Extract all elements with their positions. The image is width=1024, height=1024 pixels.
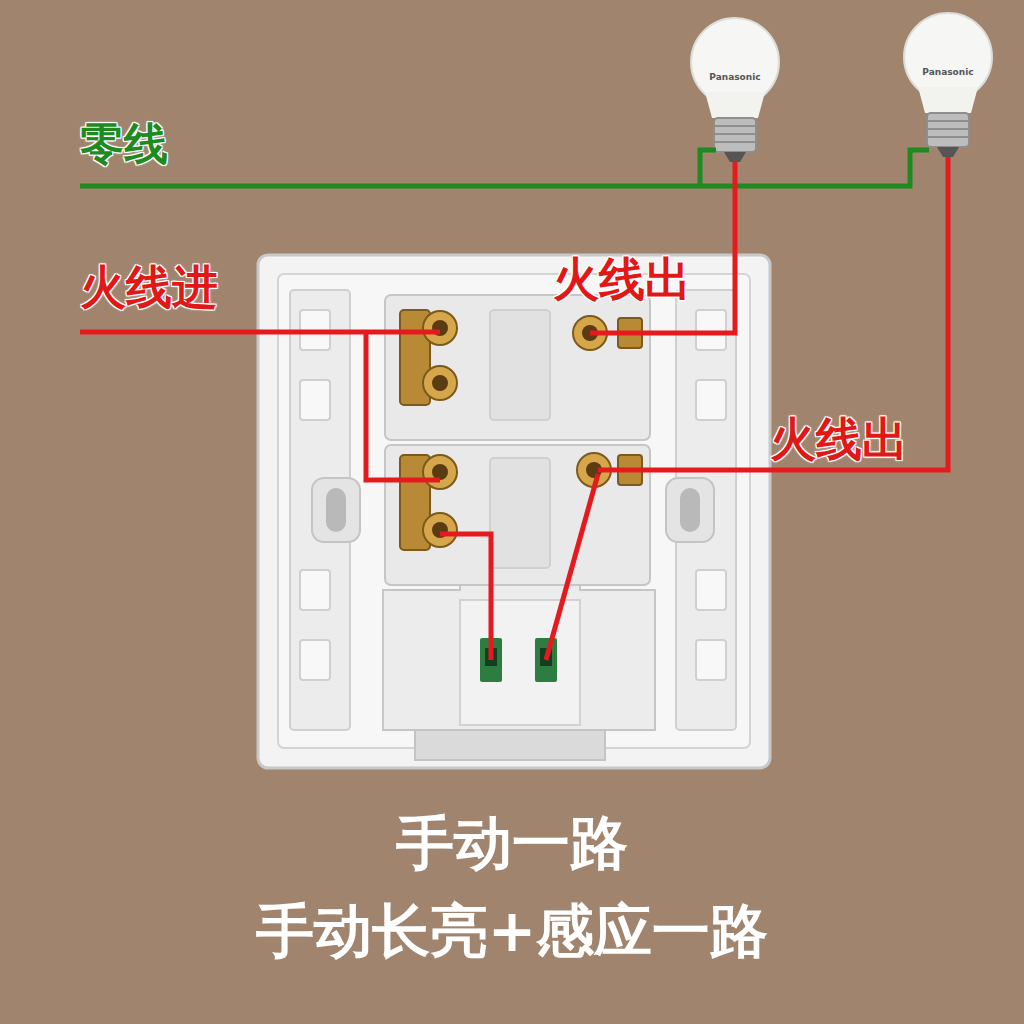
wire-label: 火线出 bbox=[770, 414, 908, 465]
brass-terminals bbox=[400, 310, 642, 550]
brand-mark: Panasonic bbox=[922, 68, 973, 78]
brand-mark: Panasonic bbox=[709, 73, 760, 83]
live-wires bbox=[80, 157, 948, 660]
wire-label: 火线进 bbox=[80, 262, 218, 313]
sensor-module bbox=[383, 585, 655, 760]
switch-modules bbox=[385, 295, 650, 585]
wire-label: 火线出 bbox=[553, 254, 691, 305]
plate-inner-frame bbox=[278, 274, 750, 748]
mode-caption: 手动一路 bbox=[396, 812, 628, 876]
neutral-wire bbox=[80, 150, 929, 186]
mode-caption: 手动长亮+感应一路 bbox=[256, 900, 769, 964]
light-bulb bbox=[904, 13, 992, 157]
side-rails bbox=[290, 290, 736, 730]
wire-label: 零线 bbox=[80, 120, 168, 168]
light-bulb bbox=[691, 18, 779, 162]
